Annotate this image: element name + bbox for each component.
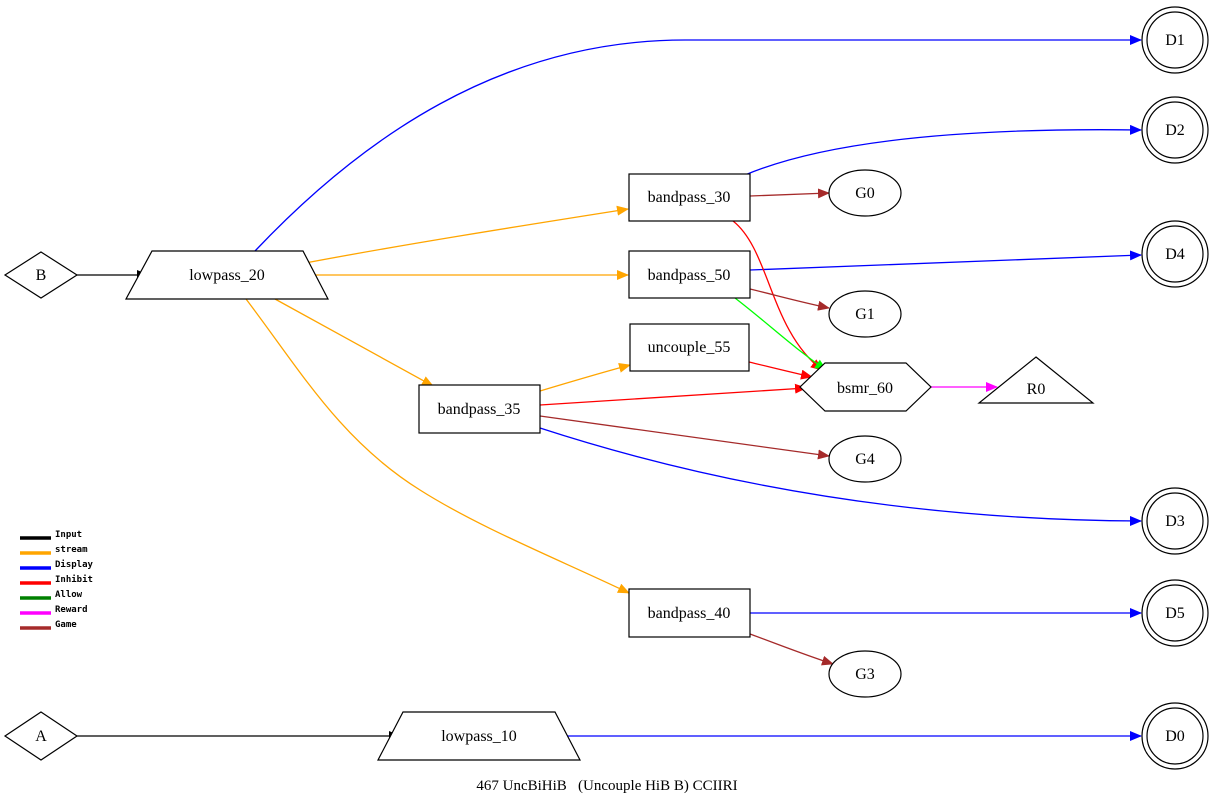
- node-bsmr-60-label: bsmr_60: [837, 380, 893, 397]
- node-g3-label: G3: [855, 666, 875, 683]
- node-lowpass-10-label: lowpass_10: [441, 728, 517, 745]
- edge-uncouple-55-to-bsmr-60: [748, 361, 813, 380]
- edge-bandpass-35-to-g4: [539, 415, 830, 460]
- node-g1-label: G1: [855, 306, 875, 323]
- edge-bandpass-35-to-d3: [539, 427, 1142, 526]
- legend-label-reward: Reward: [55, 605, 88, 615]
- node-uncouple-55-label: uncouple_55: [648, 339, 731, 356]
- edge-lowpass-20-to-bandpass-40: [245, 298, 630, 594]
- legend-label-allow: Allow: [55, 590, 83, 600]
- node-bandpass-35-label: bandpass_35: [438, 401, 521, 418]
- node-bandpass-50-label: bandpass_50: [648, 267, 731, 284]
- node-d2-label: D2: [1165, 122, 1185, 139]
- legend-label-game: Game: [55, 620, 77, 630]
- node-d1[interactable]: D1: [1141, 6, 1209, 74]
- node-lowpass-10[interactable]: lowpass_10: [377, 711, 581, 761]
- node-g3[interactable]: G3: [828, 650, 902, 698]
- node-b[interactable]: B: [3, 251, 79, 299]
- edge-lowpass-20-to-bandpass-35: [274, 298, 434, 387]
- edge-bandpass-35-to-bsmr-60: [539, 383, 807, 406]
- diagram-caption: 467 UncBiHiB (Uncouple HiB B) CCIIRI: [476, 778, 737, 794]
- edge-bandpass-30-to-g0: [749, 188, 830, 199]
- edge-lowpass-20-to-bandpass-30: [299, 205, 629, 265]
- node-lowpass-20-label: lowpass_20: [189, 267, 265, 284]
- node-bandpass-50[interactable]: bandpass_50: [628, 250, 751, 299]
- node-g1[interactable]: G1: [828, 290, 902, 338]
- edge-bandpass-40-to-g3: [749, 633, 834, 666]
- nodes: B A lowpass_20 lowpass_10 bandpass_30 ba…: [3, 6, 1209, 770]
- node-d0[interactable]: D0: [1141, 702, 1209, 770]
- node-bandpass-35[interactable]: bandpass_35: [418, 384, 541, 434]
- node-bandpass-40-label: bandpass_40: [648, 605, 731, 622]
- node-g0[interactable]: G0: [828, 169, 902, 217]
- node-d4[interactable]: D4: [1141, 220, 1209, 288]
- legend-label-display: Display: [55, 559, 94, 570]
- legend-label-input: Input: [55, 530, 82, 540]
- node-d5[interactable]: D5: [1141, 579, 1209, 647]
- node-d3[interactable]: D3: [1141, 487, 1209, 555]
- node-bandpass-30-label: bandpass_30: [648, 189, 731, 206]
- edge-bandpass-30-to-bsmr-60: [732, 220, 823, 371]
- edge-bandpass-35-to-uncouple-55: [539, 363, 631, 392]
- node-d2[interactable]: D2: [1141, 96, 1209, 164]
- node-d0-label: D0: [1165, 728, 1185, 745]
- node-g0-label: G0: [855, 185, 875, 202]
- legend-label-inhibit: Inhibit: [55, 574, 93, 585]
- node-uncouple-55[interactable]: uncouple_55: [629, 323, 750, 372]
- node-g4-label: G4: [855, 451, 875, 468]
- node-a[interactable]: A: [3, 711, 79, 761]
- node-d1-label: D1: [1165, 32, 1185, 49]
- edge-bandpass-50-to-g1: [749, 288, 830, 311]
- edge-lowpass-20-to-d1: [254, 35, 1142, 252]
- node-bandpass-40[interactable]: bandpass_40: [628, 588, 751, 638]
- edges: [77, 35, 1142, 741]
- legend-label-stream: stream: [55, 545, 88, 555]
- node-a-label: A: [35, 728, 47, 745]
- node-g4[interactable]: G4: [828, 435, 902, 483]
- node-bandpass-30[interactable]: bandpass_30: [628, 173, 751, 222]
- node-b-label: B: [36, 267, 47, 284]
- node-r0[interactable]: R0: [977, 356, 1095, 404]
- node-d4-label: D4: [1165, 246, 1185, 263]
- node-d5-label: D5: [1165, 605, 1185, 622]
- node-bsmr-60[interactable]: bsmr_60: [799, 362, 932, 412]
- edge-bandpass-50-to-d4: [749, 250, 1142, 271]
- edge-bandpass-50-to-bsmr-60: [734, 297, 827, 371]
- node-r0-label: R0: [1027, 381, 1046, 398]
- node-lowpass-20[interactable]: lowpass_20: [124, 250, 329, 300]
- node-d3-label: D3: [1165, 513, 1185, 530]
- edge-bandpass-30-to-d2: [744, 124, 1142, 176]
